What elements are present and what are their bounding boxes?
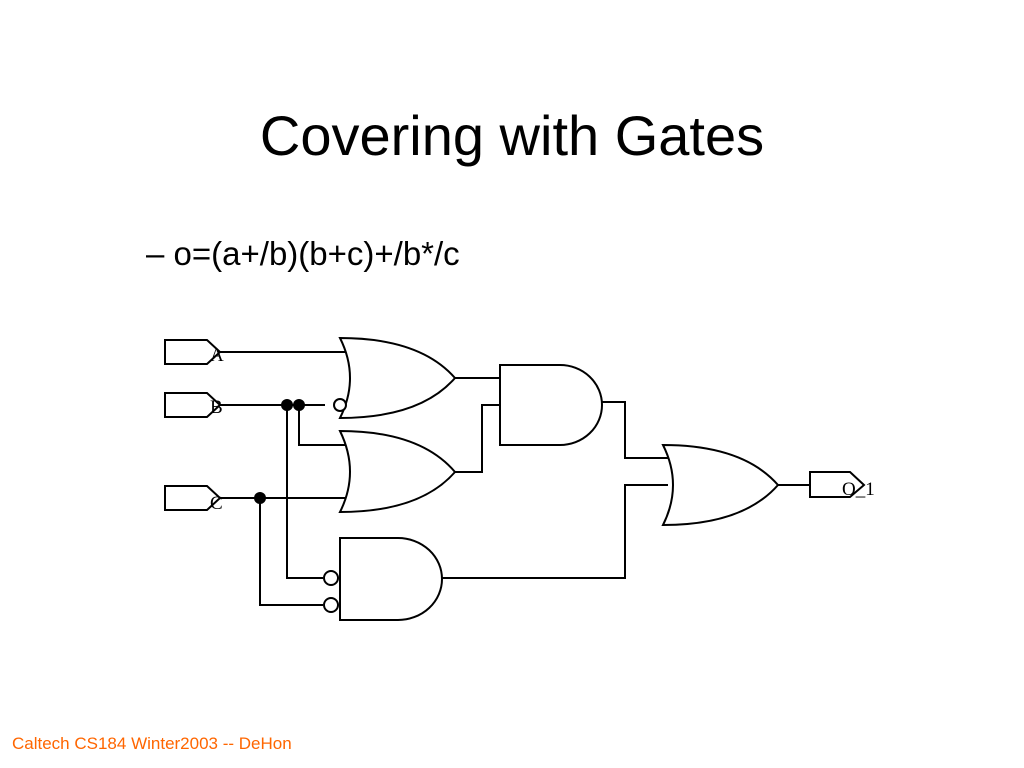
junction-dot-c: [254, 492, 266, 504]
or-gate-3: [661, 443, 780, 527]
output-port-o1: O_1: [809, 471, 875, 500]
and-gate-1: [499, 364, 603, 446]
and-gate-2-inverter-bubble-bottom: [323, 597, 339, 613]
and-gate-2-inverter-bubble-top: [323, 570, 339, 586]
or-gate-1: [333, 336, 457, 420]
junction-dot-b2: [293, 399, 305, 411]
or-gate-2: [338, 429, 457, 514]
wires: [220, 351, 810, 606]
and-gate-2: [323, 537, 443, 621]
bullet-dash: –: [146, 235, 165, 272]
bullet-line: – o=(a+/b)(b+c)+/b*/c: [146, 232, 460, 276]
input-port-c: C: [164, 485, 223, 514]
junction-dot-b1: [281, 399, 293, 411]
or-gate-1-inverter-bubble: [333, 398, 347, 412]
input-port-a: A: [164, 339, 224, 366]
input-port-c-label: C: [210, 493, 223, 514]
slide-title: Covering with Gates: [259, 104, 765, 167]
input-port-a-label: A: [210, 345, 224, 366]
footer-text: Caltech CS184 Winter2003 -- DeHon: [12, 734, 292, 753]
input-port-b: B: [164, 392, 223, 418]
bullet-expression: o=(a+/b)(b+c)+/b*/c: [173, 235, 460, 272]
output-port-o1-label: O_1: [842, 479, 875, 500]
input-port-b-label: B: [210, 397, 223, 418]
